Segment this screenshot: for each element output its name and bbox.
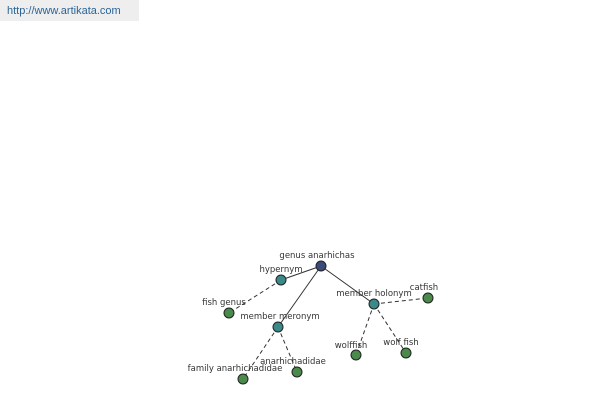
edge-meronym-anarhichadidae	[277, 326, 298, 373]
label-family-anarhichadidae: family anarhichadidae	[188, 364, 283, 374]
edge-root-member-holonym	[320, 265, 375, 305]
label-genus-anarhichas: genus anarhichas	[279, 251, 355, 261]
edge-root-member-meronym	[277, 265, 322, 328]
node-catfish[interactable]	[422, 292, 434, 304]
edge-root-hypernym	[280, 265, 322, 281]
label-anarhichadidae: anarhichadidae	[260, 357, 326, 367]
label-catfish: catfish	[410, 283, 438, 293]
edge-hypernym-fish-genus	[228, 279, 282, 314]
label-member-meronym: member meronym	[240, 312, 319, 322]
edge-holonym-wolf-fish	[373, 303, 407, 354]
graph-labels: genus anarhichas hypernym member meronym…	[188, 251, 439, 374]
label-member-holonym: member holonym	[336, 289, 411, 299]
graph-edges	[228, 265, 429, 380]
edge-holonym-catfish	[373, 297, 429, 305]
node-anarhichadidae[interactable]	[291, 366, 303, 378]
url-link[interactable]: http://www.artikata.com	[7, 5, 121, 17]
node-genus-anarhichas[interactable]	[315, 260, 327, 272]
node-member-holonym[interactable]	[368, 298, 380, 310]
graph-nodes	[223, 260, 434, 385]
label-wolffish: wolffish	[335, 341, 368, 351]
label-hypernym: hypernym	[259, 265, 302, 275]
edge-holonym-wolffish	[355, 303, 375, 356]
url-bar: http://www.artikata.com	[0, 0, 139, 21]
node-wolffish[interactable]	[350, 349, 362, 361]
node-member-meronym[interactable]	[272, 321, 284, 333]
edge-meronym-family	[242, 326, 279, 380]
label-fish-genus: fish genus	[202, 298, 246, 308]
node-fish-genus[interactable]	[223, 307, 235, 319]
node-wolf-fish[interactable]	[400, 347, 412, 359]
node-family-anarhichadidae[interactable]	[237, 373, 249, 385]
label-wolf-fish: wolf fish	[383, 338, 418, 348]
node-hypernym[interactable]	[275, 274, 287, 286]
